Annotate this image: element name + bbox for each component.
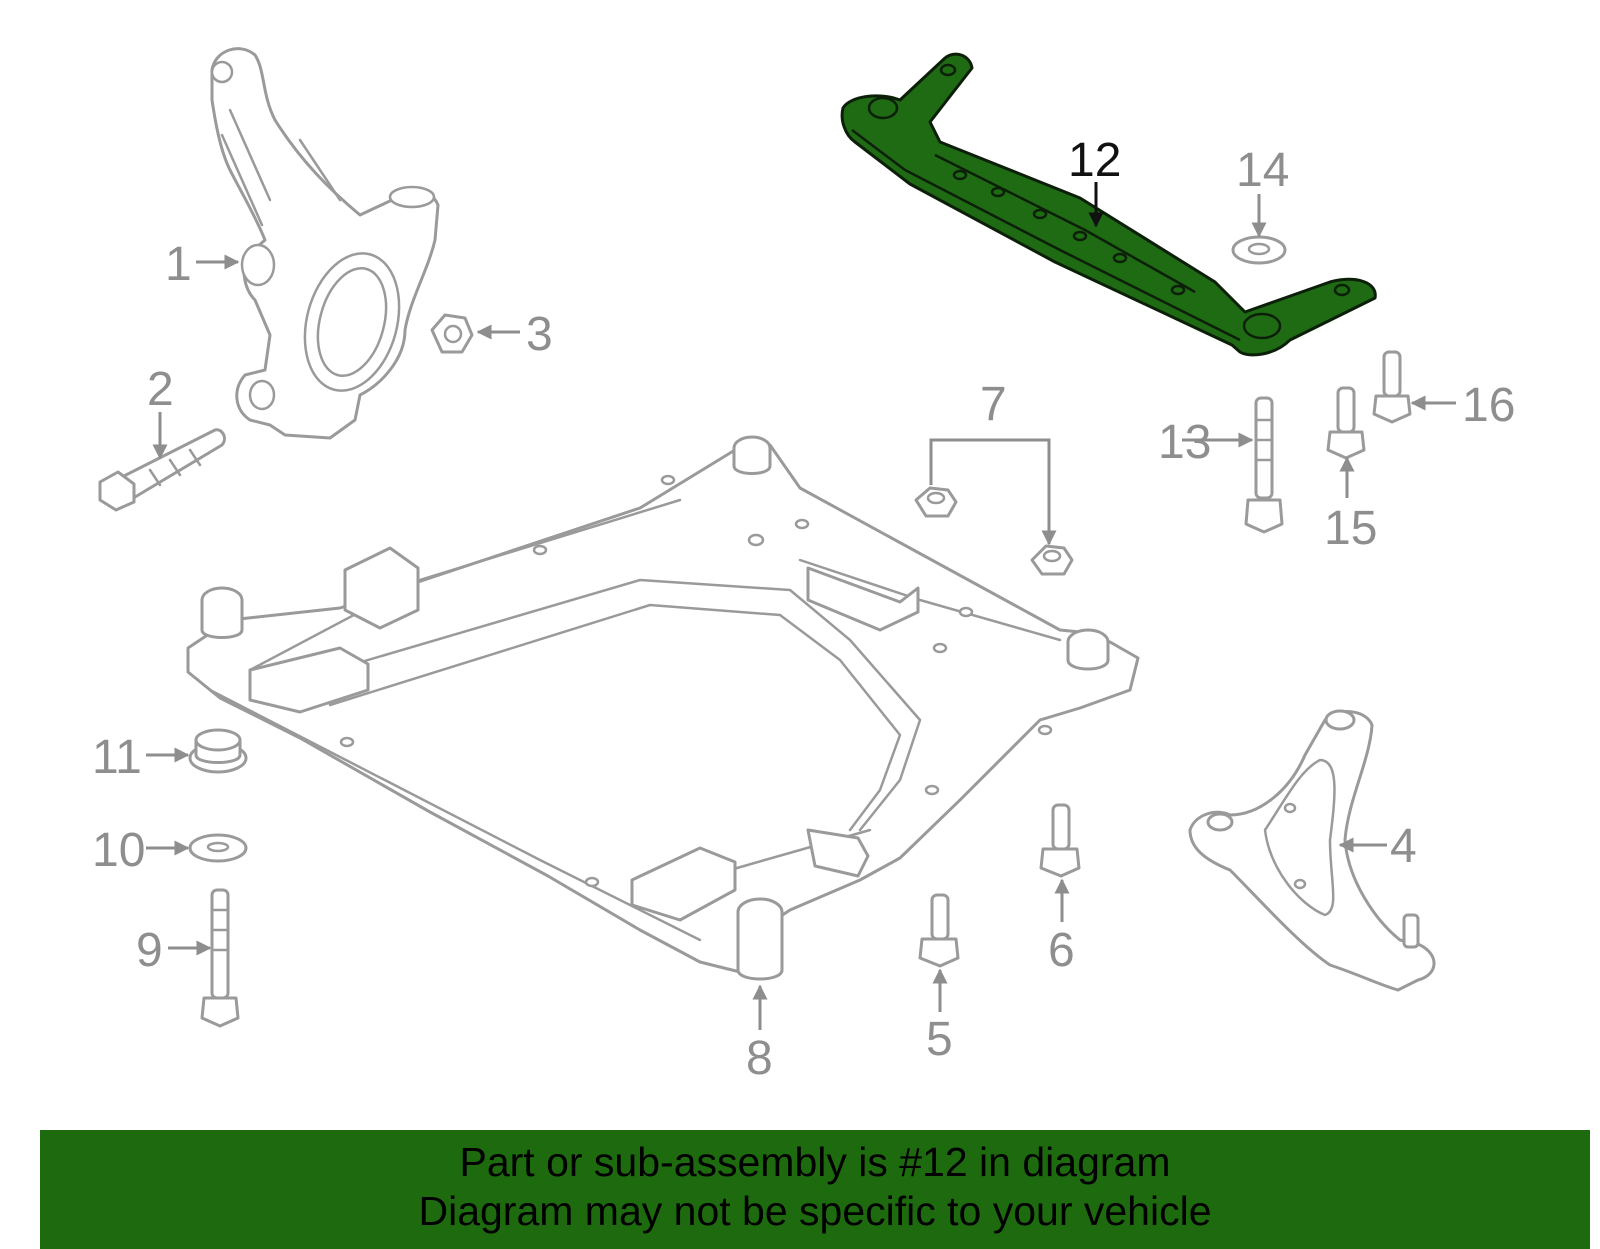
part-5-bolt (918, 893, 960, 968)
part-4-control-arm (1188, 709, 1436, 992)
callout-8: 8 (746, 1032, 773, 1085)
banner-line-2: Diagram may not be specific to your vehi… (418, 1188, 1212, 1234)
callout-numbers: 1 2 3 4 5 6 7 8 9 10 11 12 13 14 15 16 (92, 134, 1515, 1085)
part-16-bolt (1372, 350, 1412, 424)
part-12-highlighted-crossmember (840, 52, 1377, 357)
callout-10: 10 (92, 824, 145, 877)
part-3-nut (430, 313, 474, 354)
part-2-bolt (98, 428, 226, 512)
subframe (186, 435, 1140, 981)
part-11-bushing (188, 728, 248, 774)
callout-12: 12 (1068, 134, 1121, 187)
part-13-bolt (1244, 396, 1284, 534)
part-1-steering-knuckle (210, 47, 440, 440)
part-7-nuts (914, 486, 1074, 576)
callout-13: 13 (1158, 416, 1211, 469)
callout-4: 4 (1390, 820, 1417, 873)
callout-9: 9 (136, 924, 163, 977)
part-14-washer (1231, 235, 1287, 265)
callout-1: 1 (165, 238, 192, 291)
banner-line-1: Part or sub-assembly is #12 in diagram (459, 1139, 1171, 1185)
part-15-bolt (1326, 386, 1366, 460)
part-9-bolt (200, 888, 240, 1028)
callout-7: 7 (980, 378, 1007, 431)
info-banner: Part or sub-assembly is #12 in diagram D… (40, 1130, 1590, 1249)
callout-15: 15 (1324, 502, 1377, 555)
callout-2: 2 (147, 363, 174, 416)
part-10-washer (188, 833, 248, 863)
callout-6: 6 (1048, 924, 1075, 977)
callout-14: 14 (1236, 144, 1289, 197)
part-6-bolt (1039, 803, 1081, 878)
callout-5: 5 (926, 1013, 953, 1066)
callout-3: 3 (526, 308, 553, 361)
parts-diagram: 1 2 3 4 5 6 7 8 9 10 11 12 13 14 15 16 (92, 47, 1515, 1085)
callout-16: 16 (1462, 379, 1515, 432)
callout-11: 11 (92, 731, 142, 784)
leader-lines (146, 182, 1456, 1030)
